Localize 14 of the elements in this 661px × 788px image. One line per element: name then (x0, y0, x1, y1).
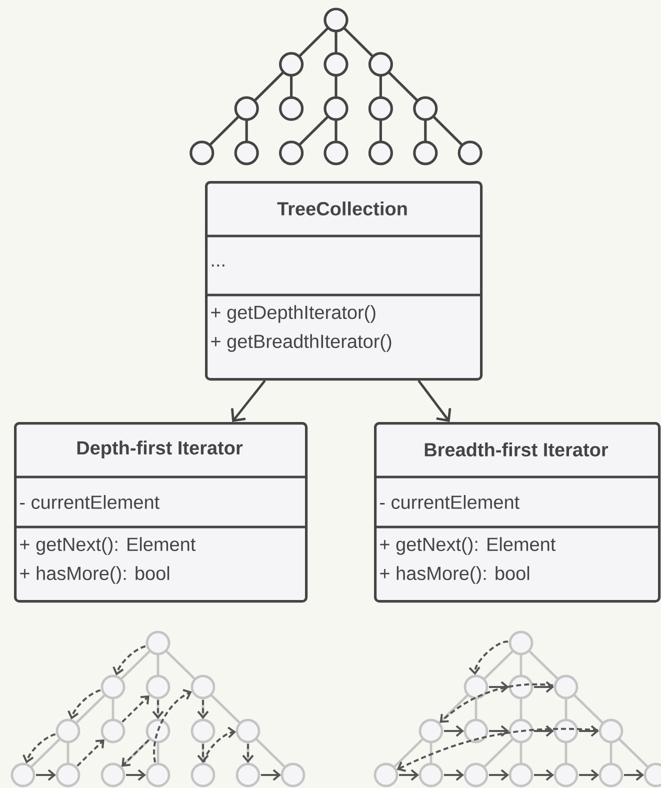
class-name: Depth-first Iterator (77, 440, 243, 458)
method-text: + hasMore(): bool (20, 566, 170, 584)
class-name: TreeCollection (277, 202, 407, 216)
attribute-text: ... (212, 264, 224, 267)
method-text: + getNext(): Element (20, 537, 196, 555)
attribute-text: - currentElement (380, 495, 520, 509)
arrow (230, 380, 266, 422)
arrow (418, 380, 452, 422)
method-text: + getDepthIterator() (211, 305, 376, 323)
attribute-text: - currentElement (20, 495, 160, 509)
method-text: + getNext(): Element (380, 537, 556, 555)
method-text: + getBreadthIterator() (211, 334, 392, 352)
method-text: + hasMore(): bool (380, 566, 530, 584)
class-name: Breadth-first Iterator (424, 442, 608, 456)
